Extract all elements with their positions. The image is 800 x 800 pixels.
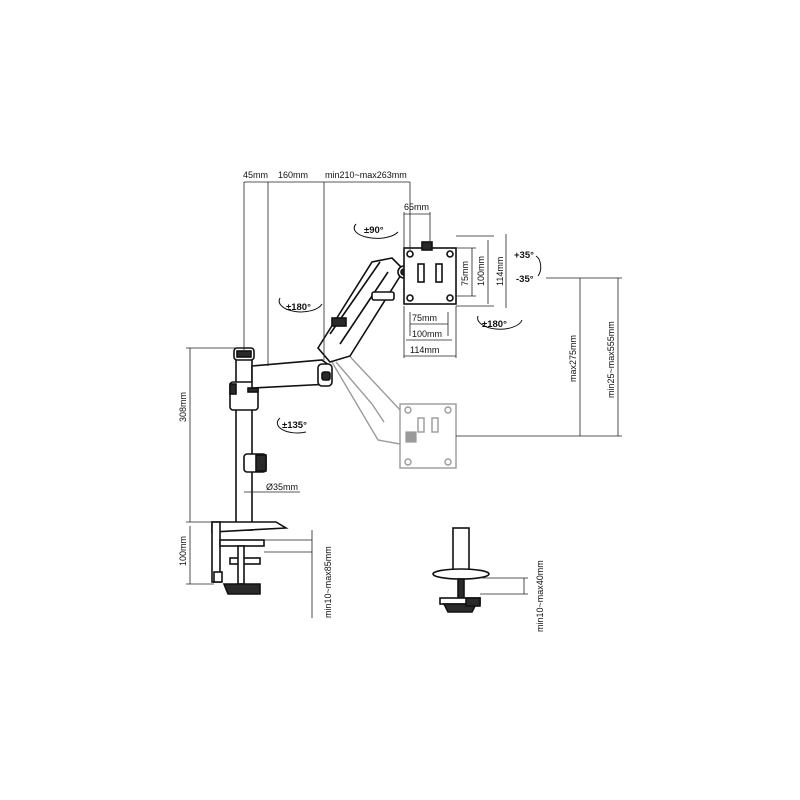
dim-vesa-75-height: 75mm [460, 261, 470, 286]
angle-swivel-180-head: ±180° [482, 319, 507, 330]
dim-vesa-100-width: 100mm [412, 329, 442, 339]
desk-clamp [211, 521, 289, 595]
dimension-lines [186, 181, 622, 618]
vesa-plate [403, 241, 457, 305]
arm-lowered-position [324, 345, 457, 469]
pole-clip [243, 453, 267, 473]
dim-vesa-100-height: 100mm [476, 256, 486, 286]
grommet-detail [432, 527, 490, 613]
angle-tilt-up: +35° [514, 250, 534, 261]
dim-offset-45: 45mm [243, 170, 268, 180]
gas-spring-arm [317, 257, 411, 363]
dim-vesa-114-width: 114mm [410, 345, 439, 355]
dim-clamp-range: min10~max85mm [323, 546, 333, 618]
dim-vesa-75-width: 75mm [412, 313, 437, 323]
dim-height-range: min25~max555mm [606, 321, 616, 398]
dim-pole-diameter: Ø35mm [266, 482, 298, 492]
dim-grommet-range: min10~max40mm [535, 560, 545, 632]
dim-arm-range: min210~max263mm [325, 170, 407, 180]
angle-swivel-180-arm: ±180° [286, 302, 311, 313]
first-arm [251, 359, 333, 389]
rotation-arcs [276, 223, 542, 434]
angle-swivel-135: ±135° [282, 420, 307, 431]
dim-vesa-114-height: 114mm [495, 257, 505, 286]
angle-tilt-down: -35° [516, 274, 534, 285]
dim-clamp-height: 100mm [178, 536, 188, 566]
dim-arm-160: 160mm [278, 170, 308, 180]
dim-plate-offset: 65mm [404, 202, 429, 212]
arm-collar [229, 381, 259, 411]
dim-height-max: max275mm [568, 335, 578, 382]
dim-pole-height: 308mm [178, 392, 188, 422]
main-pole [233, 347, 255, 531]
angle-rotate-90: ±90° [364, 225, 384, 236]
